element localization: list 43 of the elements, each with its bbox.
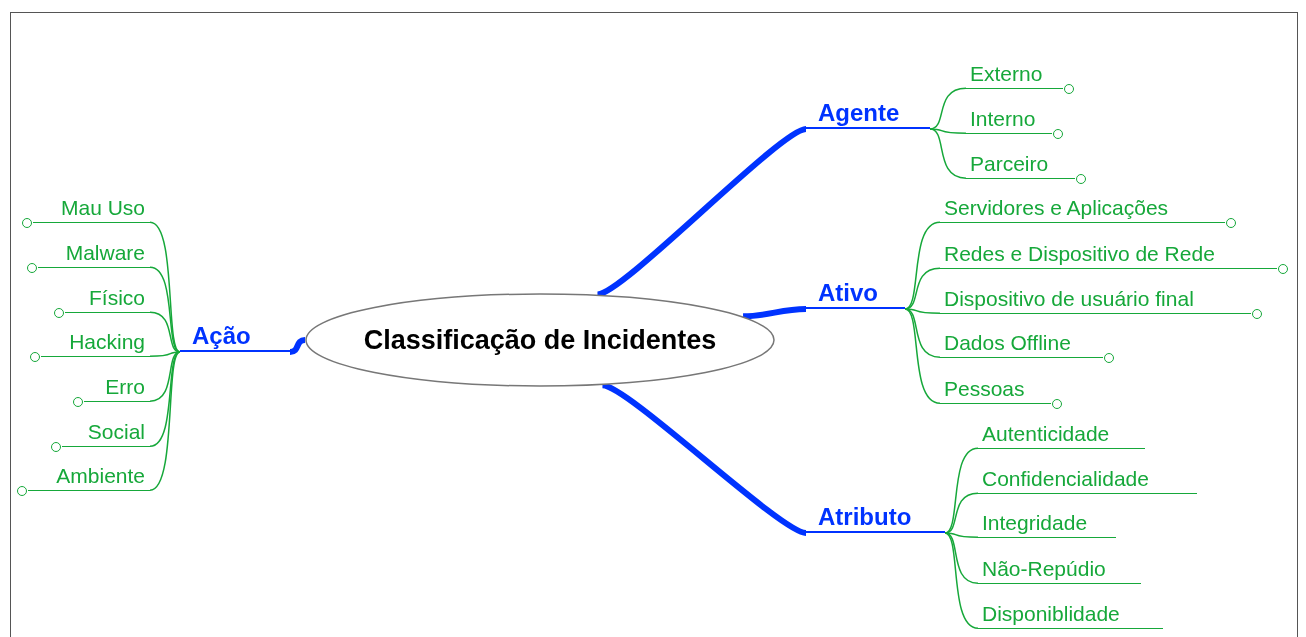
subtopic-text: Interno (970, 107, 1036, 130)
subtopic-text: Servidores e Aplicações (944, 196, 1169, 219)
subtopic-text: Ambiente (56, 464, 145, 487)
connector (944, 447, 979, 534)
connector (149, 221, 181, 353)
subtopic-text: Dispositivo de usuário final (944, 287, 1194, 310)
branch-label: Ativo (806, 279, 905, 309)
subtopic-text: Externo (970, 62, 1043, 85)
subtopic-text: Confidencialidade (982, 467, 1149, 490)
subtopic-text: Redes e Dispositivo de Rede (944, 242, 1215, 265)
connector (929, 128, 967, 179)
subtopic-text: Parceiro (970, 152, 1049, 175)
connector (149, 351, 181, 447)
subtopic-text: Não-Repúdio (982, 557, 1106, 580)
subtopic-text: Disponiblidade (982, 602, 1120, 625)
subtopic-text: Mau Uso (60, 196, 145, 219)
branch-label: Atributo (806, 503, 945, 533)
connector (904, 308, 941, 314)
connector (904, 221, 941, 310)
connector (929, 128, 967, 134)
branch-label: Agente (806, 99, 930, 129)
subtopic-text: Integridade (982, 511, 1088, 534)
subtopic-text: Dados Offline (944, 331, 1071, 354)
connector (944, 532, 979, 584)
subtopic-text: Físico (89, 286, 145, 309)
central-topic-ellipse (305, 293, 775, 387)
branch-label: Ação (180, 322, 290, 352)
branch-connector (596, 126, 808, 298)
subtopic-text: Social (87, 420, 145, 443)
connector (904, 308, 941, 404)
connector (944, 532, 979, 629)
subtopic-text: Pessoas (944, 377, 1025, 400)
connector (904, 308, 941, 358)
subtopic-text: Erro (105, 375, 145, 398)
subtopic-text: Autenticidade (982, 422, 1110, 445)
branch-connector (601, 382, 807, 536)
connector (149, 351, 181, 491)
central-topic-text: Classificação de Incidentes (362, 323, 718, 357)
branch-connector (289, 337, 306, 355)
branch-connector (742, 306, 807, 320)
subtopic-text: Malware (65, 241, 145, 264)
subtopic-text: Hacking (69, 330, 145, 353)
connector (149, 266, 181, 353)
